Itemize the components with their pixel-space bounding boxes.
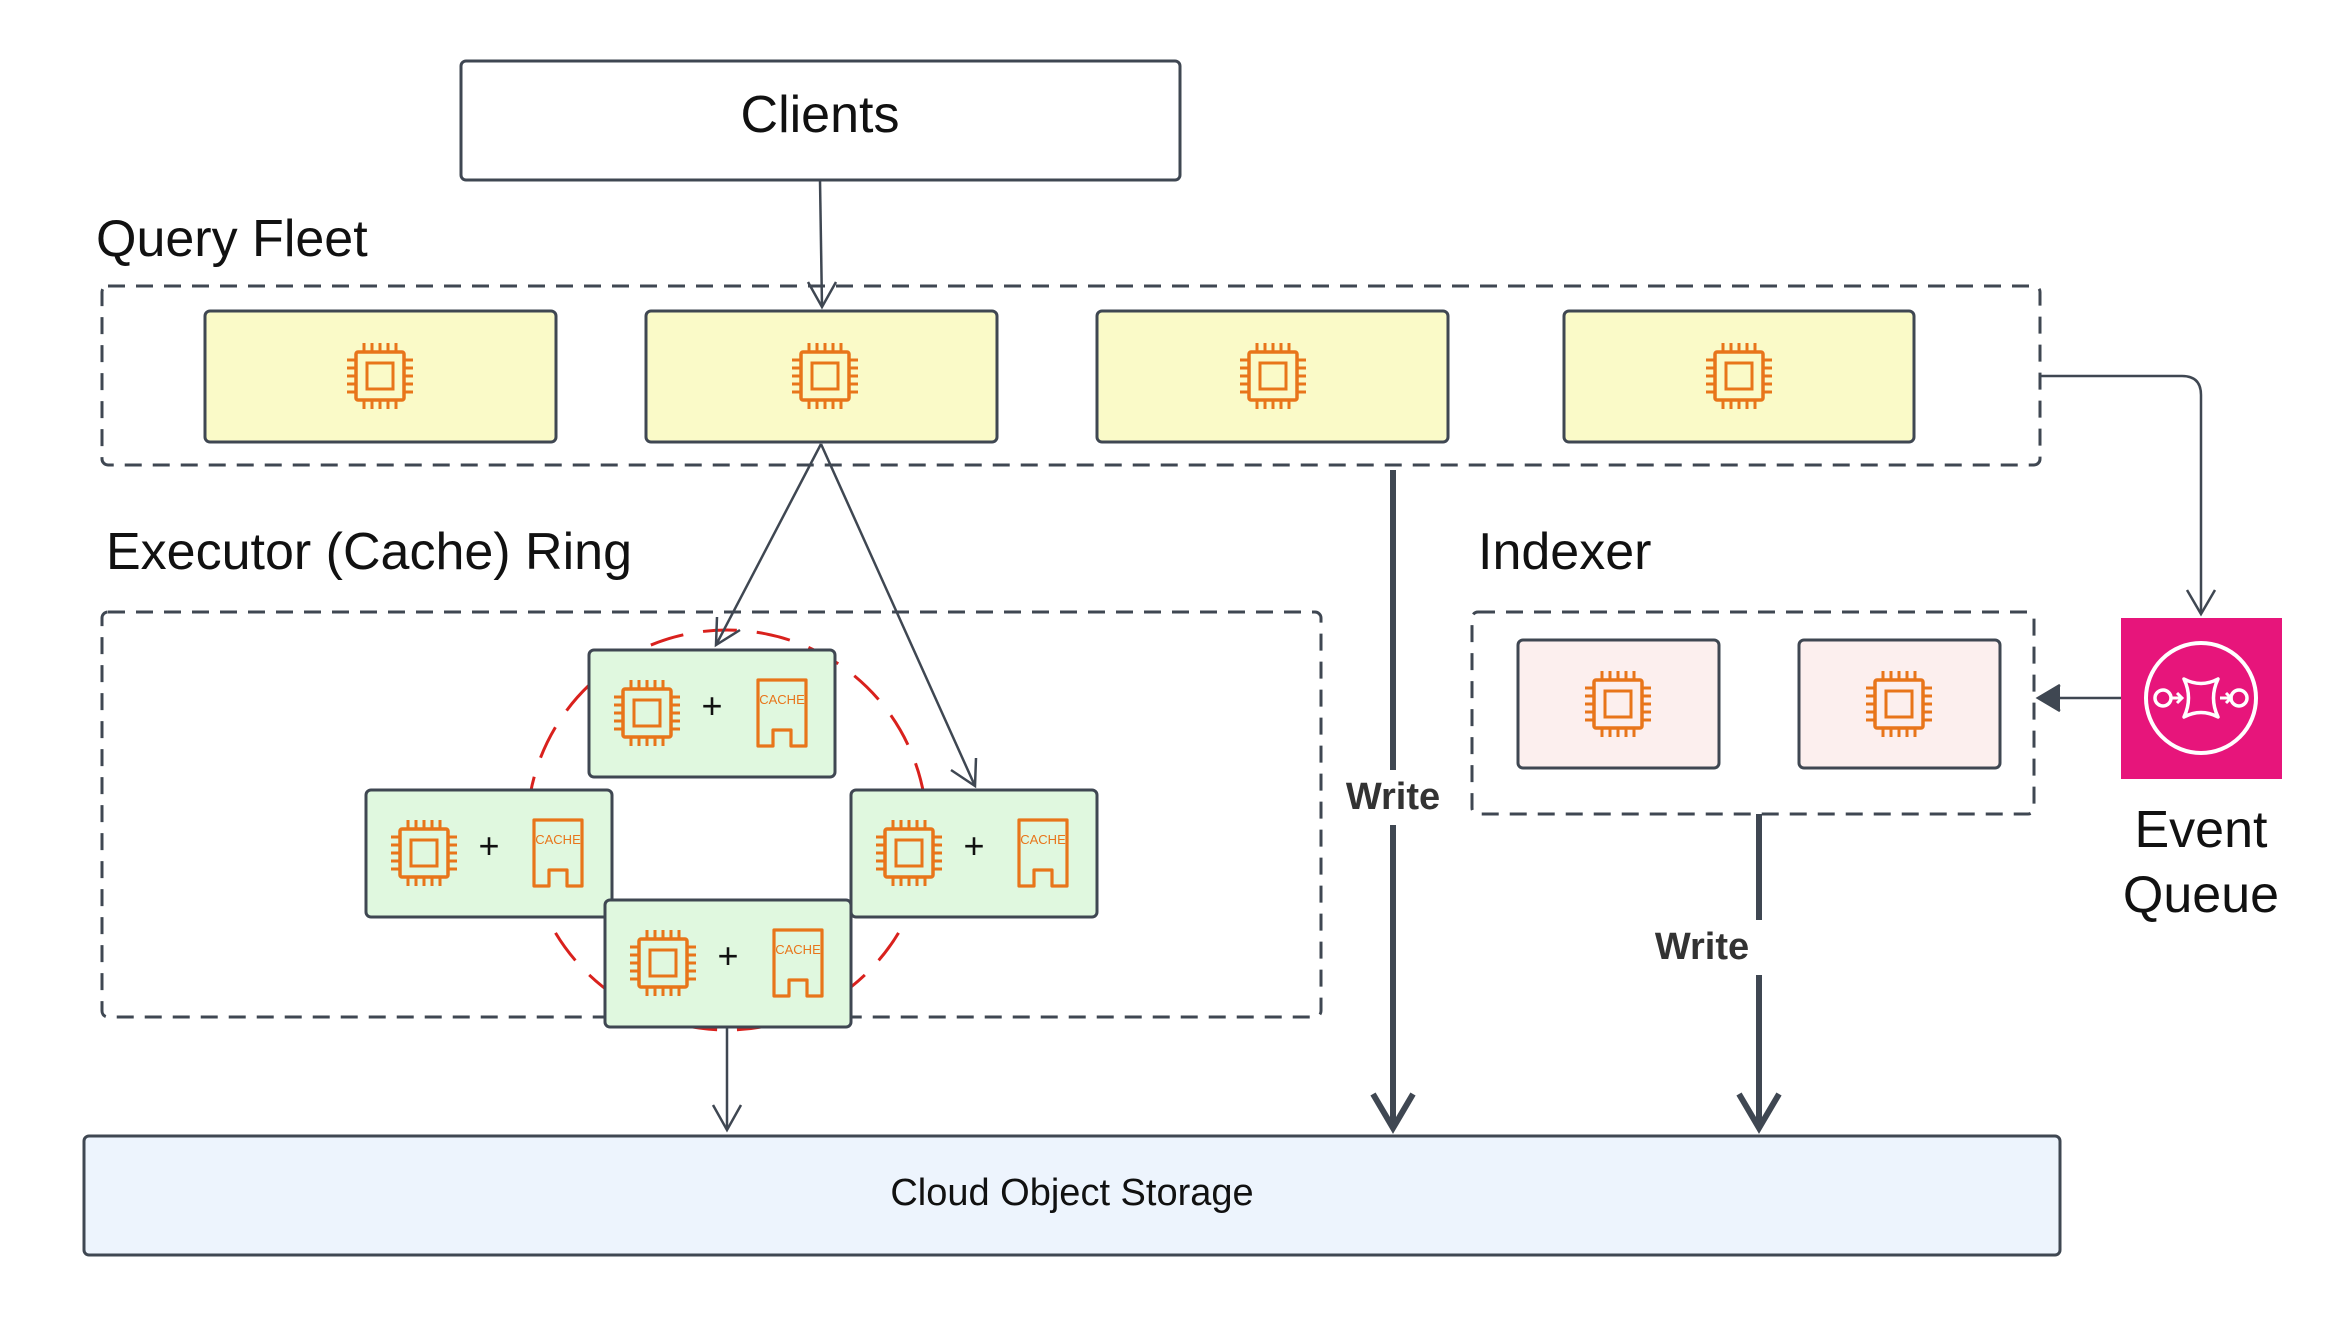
executor-ring-title: Executor (Cache) Ring [106,523,632,581]
executor-to-storage-arrow [711,1028,743,1133]
query-to-event-queue-arrow [2040,374,2217,617]
cache-icon: CACHE [772,928,824,998]
indexer-write-arrow [1736,814,1782,1134]
cache-icon: CACHE [1017,818,1069,888]
plus-sign: + [717,935,738,976]
query-to-executor-arrow [714,443,823,648]
indexer-group [1470,610,2036,816]
query-to-executor-arrow [819,443,978,789]
executor-node: + CACHE [849,788,1099,919]
cache-icon: CACHE [532,818,584,888]
event-queue-icon [2121,618,2282,779]
cache-icon: CACHE [756,678,808,748]
storage-label: Cloud Object Storage [890,1172,1253,1214]
query-write-arrow [1370,470,1416,1134]
query-fleet-title: Query Fleet [96,210,368,268]
query-node [203,309,558,444]
event-queue-to-indexer-arrow [2035,683,2121,713]
plus-sign: + [701,685,722,726]
query-write-label: Write [1346,776,1440,818]
executor-node: + CACHE [603,898,853,1029]
event-queue-label-line2: Queue [2123,866,2279,924]
cloud-object-storage: Cloud Object Storage [82,1134,2062,1257]
clients-box: Clients [459,59,1182,182]
executor-node: + CACHE [364,788,614,919]
query-node [644,309,999,444]
clients-label: Clients [741,86,900,144]
indexer-write-label: Write [1655,926,1749,968]
svg-text:CACHE: CACHE [535,832,581,847]
svg-text:CACHE: CACHE [775,942,821,957]
plus-sign: + [963,825,984,866]
event-queue-label-line1: Event [2135,801,2269,859]
query-node [1562,309,1916,444]
indexer-node [1797,638,2002,770]
clients-to-query-arrow [806,179,838,310]
plus-sign: + [478,825,499,866]
indexer-title: Indexer [1478,523,1651,581]
svg-text:CACHE: CACHE [1020,832,1066,847]
executor-node: + CACHE [587,648,837,779]
svg-text:CACHE: CACHE [759,692,805,707]
indexer-node [1516,638,1721,770]
query-node [1095,309,1450,444]
